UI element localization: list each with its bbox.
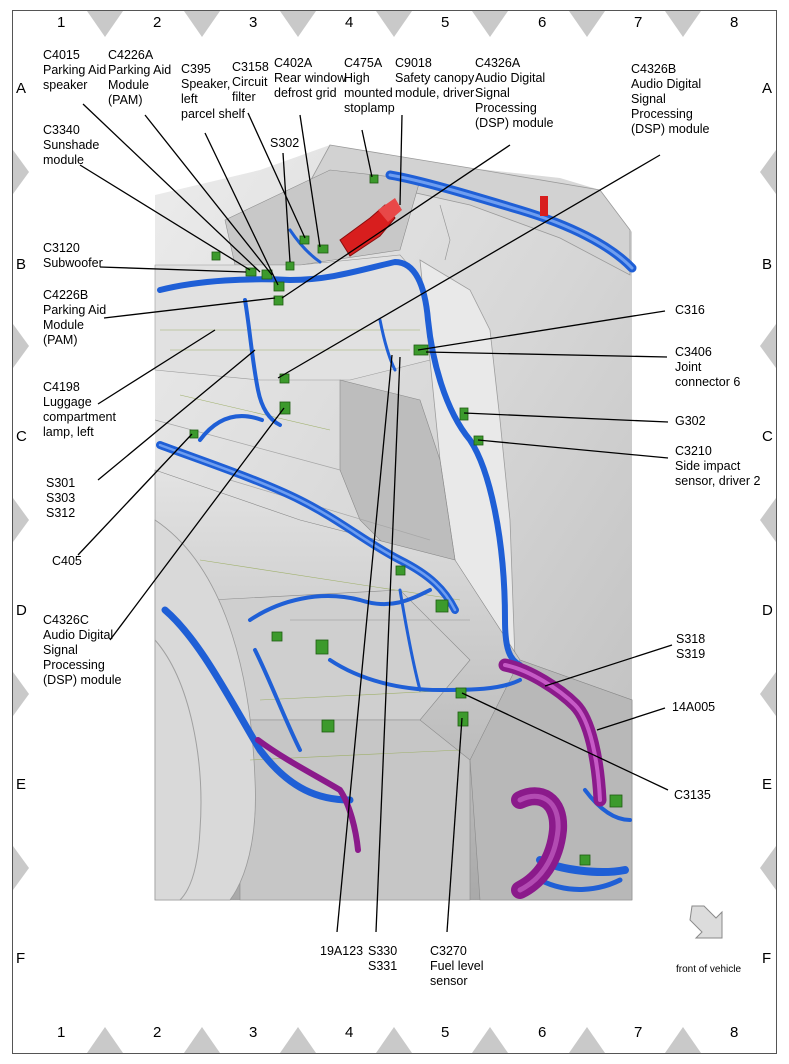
border-marker-triangle	[665, 11, 701, 37]
callout-c3210: C3210 Side impact sensor, driver 2	[675, 444, 761, 488]
border-marker-triangle	[13, 324, 29, 368]
grid-row-label: C	[16, 428, 27, 445]
callout-c4015: C4015 Parking Aid speaker	[43, 48, 107, 92]
border-marker-triangle	[472, 1027, 508, 1053]
callout-c9018: C9018 Safety canopy module, driver	[395, 56, 475, 100]
grid-row-label: E	[762, 776, 773, 793]
front-arrow-icon	[689, 905, 723, 939]
grid-column-label: 6	[538, 14, 547, 31]
grid-column-label: 4	[345, 1024, 354, 1041]
grid-column-label: 4	[345, 14, 354, 31]
callout-c405: C405	[52, 554, 82, 568]
grid-row-label: E	[16, 776, 27, 793]
border-marker-triangle	[280, 11, 316, 37]
callout-s301-s303-s312: S301 S303 S312	[46, 476, 76, 520]
callout-c4226a: C4226A Parking Aid Module (PAM)	[108, 48, 172, 107]
callout-s330-s331: S330 S331	[368, 944, 398, 973]
callout-c316: C316	[675, 303, 705, 317]
grid-row-label: F	[16, 950, 26, 967]
border-marker-triangle	[280, 1027, 316, 1053]
grid-column-label: 5	[441, 14, 450, 31]
callout-c475a: C475A High mounted stoplamp	[344, 56, 395, 115]
grid-column-label: 8	[730, 1024, 739, 1041]
high-mounted-stoplamp	[339, 196, 548, 257]
callout-19a123: 19A123	[320, 944, 364, 958]
border-marker-triangle	[760, 498, 776, 542]
grid-row-label: F	[762, 950, 772, 967]
callout-14a005: 14A005	[672, 700, 716, 714]
callout-c3340: C3340 Sunshade module	[43, 123, 100, 167]
callout-c3406: C3406 Joint connector 6	[675, 345, 741, 389]
callout-c4326c: C4326C Audio Digital Signal Processing (…	[43, 613, 122, 687]
connectors	[189, 174, 623, 866]
callout-c3135: C3135	[674, 788, 711, 802]
purple-harness-14a005	[255, 658, 607, 899]
grid-column-label: 5	[441, 1024, 450, 1041]
callout-c3270: C3270 Fuel level sensor	[430, 944, 484, 988]
page-frame	[12, 10, 777, 1054]
callout-c4226b: C4226B Parking Aid Module (PAM)	[43, 288, 107, 347]
border-marker-triangle	[87, 11, 123, 37]
border-marker-triangle	[13, 150, 29, 194]
grid-column-label: 3	[249, 14, 258, 31]
front-of-vehicle-label: front of vehicle	[676, 964, 742, 975]
grid-column-label: 2	[153, 14, 162, 31]
callout-s302: S302	[270, 136, 300, 150]
border-marker-triangle	[472, 11, 508, 37]
callout-c395: C395 Speaker, left parcel shelf	[181, 62, 245, 121]
grid-row-label: C	[762, 428, 773, 445]
grid-row-label: D	[762, 602, 773, 619]
front-of-vehicle-indicator	[686, 902, 746, 957]
callout-c3158: C3158 Circuit filter	[232, 60, 269, 104]
callout-c4326a: C4326A Audio Digital Signal Processing (…	[475, 56, 554, 130]
border-marker-triangle	[760, 672, 776, 716]
grid-column-label: 2	[153, 1024, 162, 1041]
grid-row-label: B	[762, 256, 773, 273]
grid-row-label: D	[16, 602, 27, 619]
callout-c4198: C4198 Luggage compartment lamp, left	[43, 380, 116, 439]
border-marker-triangle	[760, 846, 776, 890]
grid-row-label: A	[762, 80, 773, 97]
callout-leader-lines	[77, 103, 673, 933]
callout-g302: G302	[675, 414, 706, 428]
border-marker-triangle	[569, 11, 605, 37]
main-wire-harness	[156, 170, 637, 892]
callout-c3120: C3120 Subwoofer	[43, 241, 103, 270]
callout-c402a: C402A Rear window defrost grid	[274, 56, 347, 100]
border-marker-triangle	[760, 324, 776, 368]
grid-column-label: 1	[57, 1024, 66, 1041]
grid-column-label: 3	[249, 1024, 258, 1041]
callout-s318-s319: S318 S319	[676, 632, 706, 661]
border-marker-triangle	[13, 846, 29, 890]
grid-column-label: 8	[730, 14, 739, 31]
callout-c4326b: C4326B Audio Digital Signal Processing (…	[631, 62, 710, 136]
border-marker-triangle	[665, 1027, 701, 1053]
grid-column-label: 7	[634, 14, 643, 31]
grid-row-label: B	[16, 256, 27, 273]
border-marker-triangle	[184, 1027, 220, 1053]
border-marker-triangle	[376, 1027, 412, 1053]
border-marker-triangle	[760, 150, 776, 194]
border-marker-triangle	[13, 498, 29, 542]
grid-column-label: 1	[57, 14, 66, 31]
grid-row-label: A	[16, 80, 27, 97]
border-marker-triangle	[569, 1027, 605, 1053]
grid-column-label: 7	[634, 1024, 643, 1041]
border-marker-triangle	[376, 11, 412, 37]
border-marker-triangle	[13, 672, 29, 716]
grid-column-label: 6	[538, 1024, 547, 1041]
border-marker-triangle	[184, 11, 220, 37]
border-marker-triangle	[87, 1027, 123, 1053]
